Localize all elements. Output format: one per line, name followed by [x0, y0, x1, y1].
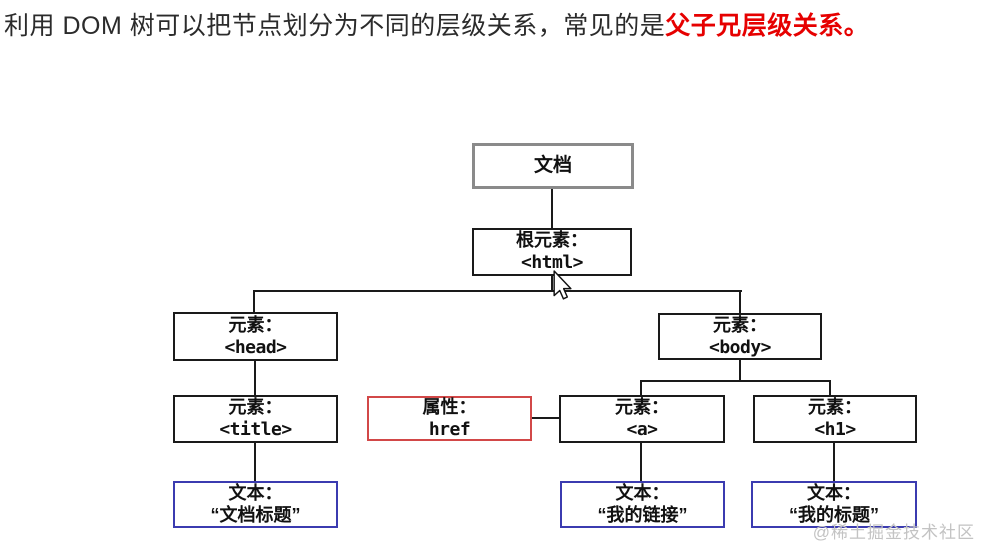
- connector-drop-to-body: [739, 290, 741, 313]
- node-label-type: 文本：: [615, 482, 670, 503]
- node-label-tag: <a>: [626, 419, 658, 440]
- arrow-cursor-icon: [553, 270, 572, 300]
- tree-node-head: 元素： <head>: [173, 312, 338, 361]
- node-label-value: href: [428, 418, 471, 440]
- tree-node-root-html: 根元素： <html>: [472, 228, 632, 276]
- connector-body-stub: [739, 360, 741, 381]
- slide-title: 利用 DOM 树可以把节点划分为不同的层级关系，常见的是父子兄层级关系。: [4, 6, 964, 42]
- node-label-type: 元素：: [228, 397, 283, 418]
- tree-node-document: 文档: [472, 143, 634, 189]
- connector-root-children-hline: [253, 290, 742, 292]
- tree-node-body: 元素： <body>: [658, 313, 822, 360]
- tree-node-attribute-href: 属性： href: [367, 396, 532, 441]
- connector-head-to-title: [254, 361, 256, 395]
- node-label-tag: <head>: [224, 336, 287, 358]
- node-label-type: 根元素：: [516, 230, 588, 251]
- node-label-value: “我的链接”: [597, 504, 688, 525]
- node-label-value: “我的标题”: [789, 504, 879, 525]
- node-label-value: “文档标题”: [210, 504, 301, 525]
- slide-title-red-highlight: 父子兄层级关系。: [665, 12, 870, 40]
- node-label-tag: <title>: [219, 419, 292, 440]
- connector-document-to-root: [551, 189, 553, 228]
- node-label-type: 文本：: [228, 482, 283, 503]
- tree-node-a: 元素： <a>: [559, 395, 725, 443]
- connector-body-children-hline: [640, 380, 831, 382]
- watermark: @稀土掘金技术社区: [812, 523, 975, 542]
- connector-root-stub: [551, 276, 553, 292]
- tree-node-h1: 元素： <h1>: [753, 395, 917, 443]
- connector-drop-to-h1: [829, 380, 831, 395]
- connector-h1-to-text: [833, 443, 835, 481]
- node-label: 文档: [533, 154, 572, 176]
- connector-drop-to-head: [253, 290, 255, 312]
- node-label-type: 元素：: [808, 397, 862, 418]
- node-label-type: 文本：: [807, 482, 861, 503]
- connector-a-to-text: [640, 443, 642, 481]
- tree-node-text-my-link: 文本： “我的链接”: [560, 481, 725, 528]
- node-label-type: 属性：: [422, 396, 477, 417]
- tree-node-title: 元素： <title>: [173, 395, 338, 443]
- slide-title-black: 利用 DOM 树可以把节点划分为不同的层级关系，常见的是: [4, 12, 666, 40]
- tree-node-text-my-heading: 文本： “我的标题”: [751, 481, 917, 528]
- node-label-tag: <html>: [520, 252, 584, 273]
- connector-drop-to-a: [640, 380, 642, 395]
- node-label-tag: <h1>: [814, 419, 856, 440]
- connector-attr-to-a: [532, 417, 559, 419]
- node-label-type: 元素：: [713, 314, 767, 335]
- node-label-type: 元素：: [228, 314, 283, 335]
- connector-title-to-text: [254, 443, 256, 481]
- node-label-tag: <body>: [708, 336, 772, 358]
- tree-node-text-document-title: 文本： “文档标题”: [173, 481, 338, 528]
- node-label-type: 元素：: [615, 397, 669, 418]
